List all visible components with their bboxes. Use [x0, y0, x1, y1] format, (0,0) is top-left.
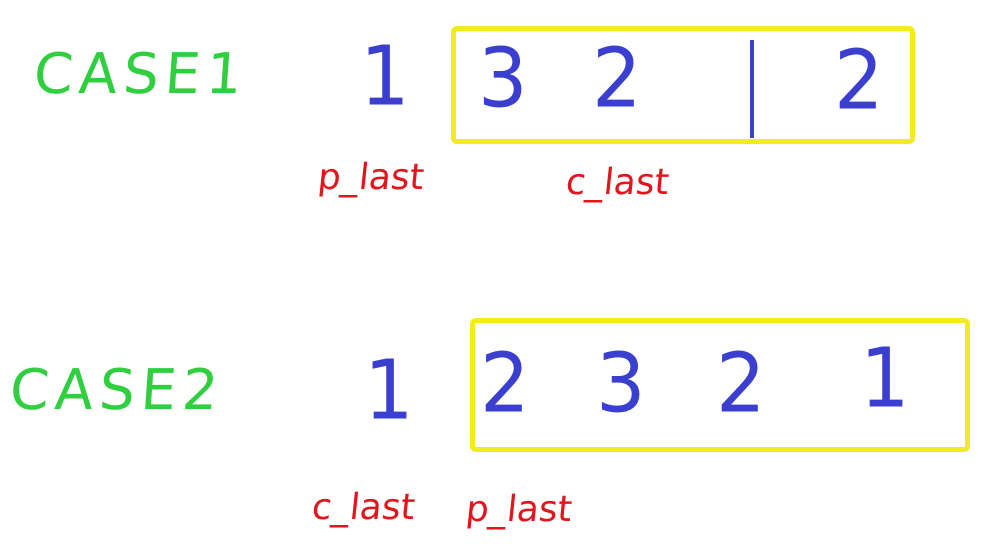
case1-p-last-tag: p_last: [315, 157, 427, 198]
case1-label: CASE1: [31, 42, 251, 107]
case2-num-5: 1: [860, 331, 910, 427]
case2-num-2: 2: [480, 336, 530, 432]
case2-label: CASE2: [7, 358, 227, 423]
case1-highlight-box: [451, 26, 915, 144]
case1-num-3: 2: [592, 31, 642, 127]
case2-num-3: 3: [596, 336, 646, 432]
case2-p-last-tag: p_last: [463, 489, 575, 530]
case2-c-last-tag: c_last: [309, 487, 417, 528]
case2-num-1: 1: [364, 343, 414, 439]
case2-highlight-box: [470, 318, 970, 452]
case1-divider-line: [750, 40, 754, 138]
case1-num-1: 1: [360, 29, 410, 125]
case1-num-4: 2: [834, 33, 884, 129]
case1-c-last-tag: c_last: [563, 162, 671, 203]
case2-num-4: 2: [716, 336, 766, 432]
case1-num-2: 3: [478, 31, 528, 127]
